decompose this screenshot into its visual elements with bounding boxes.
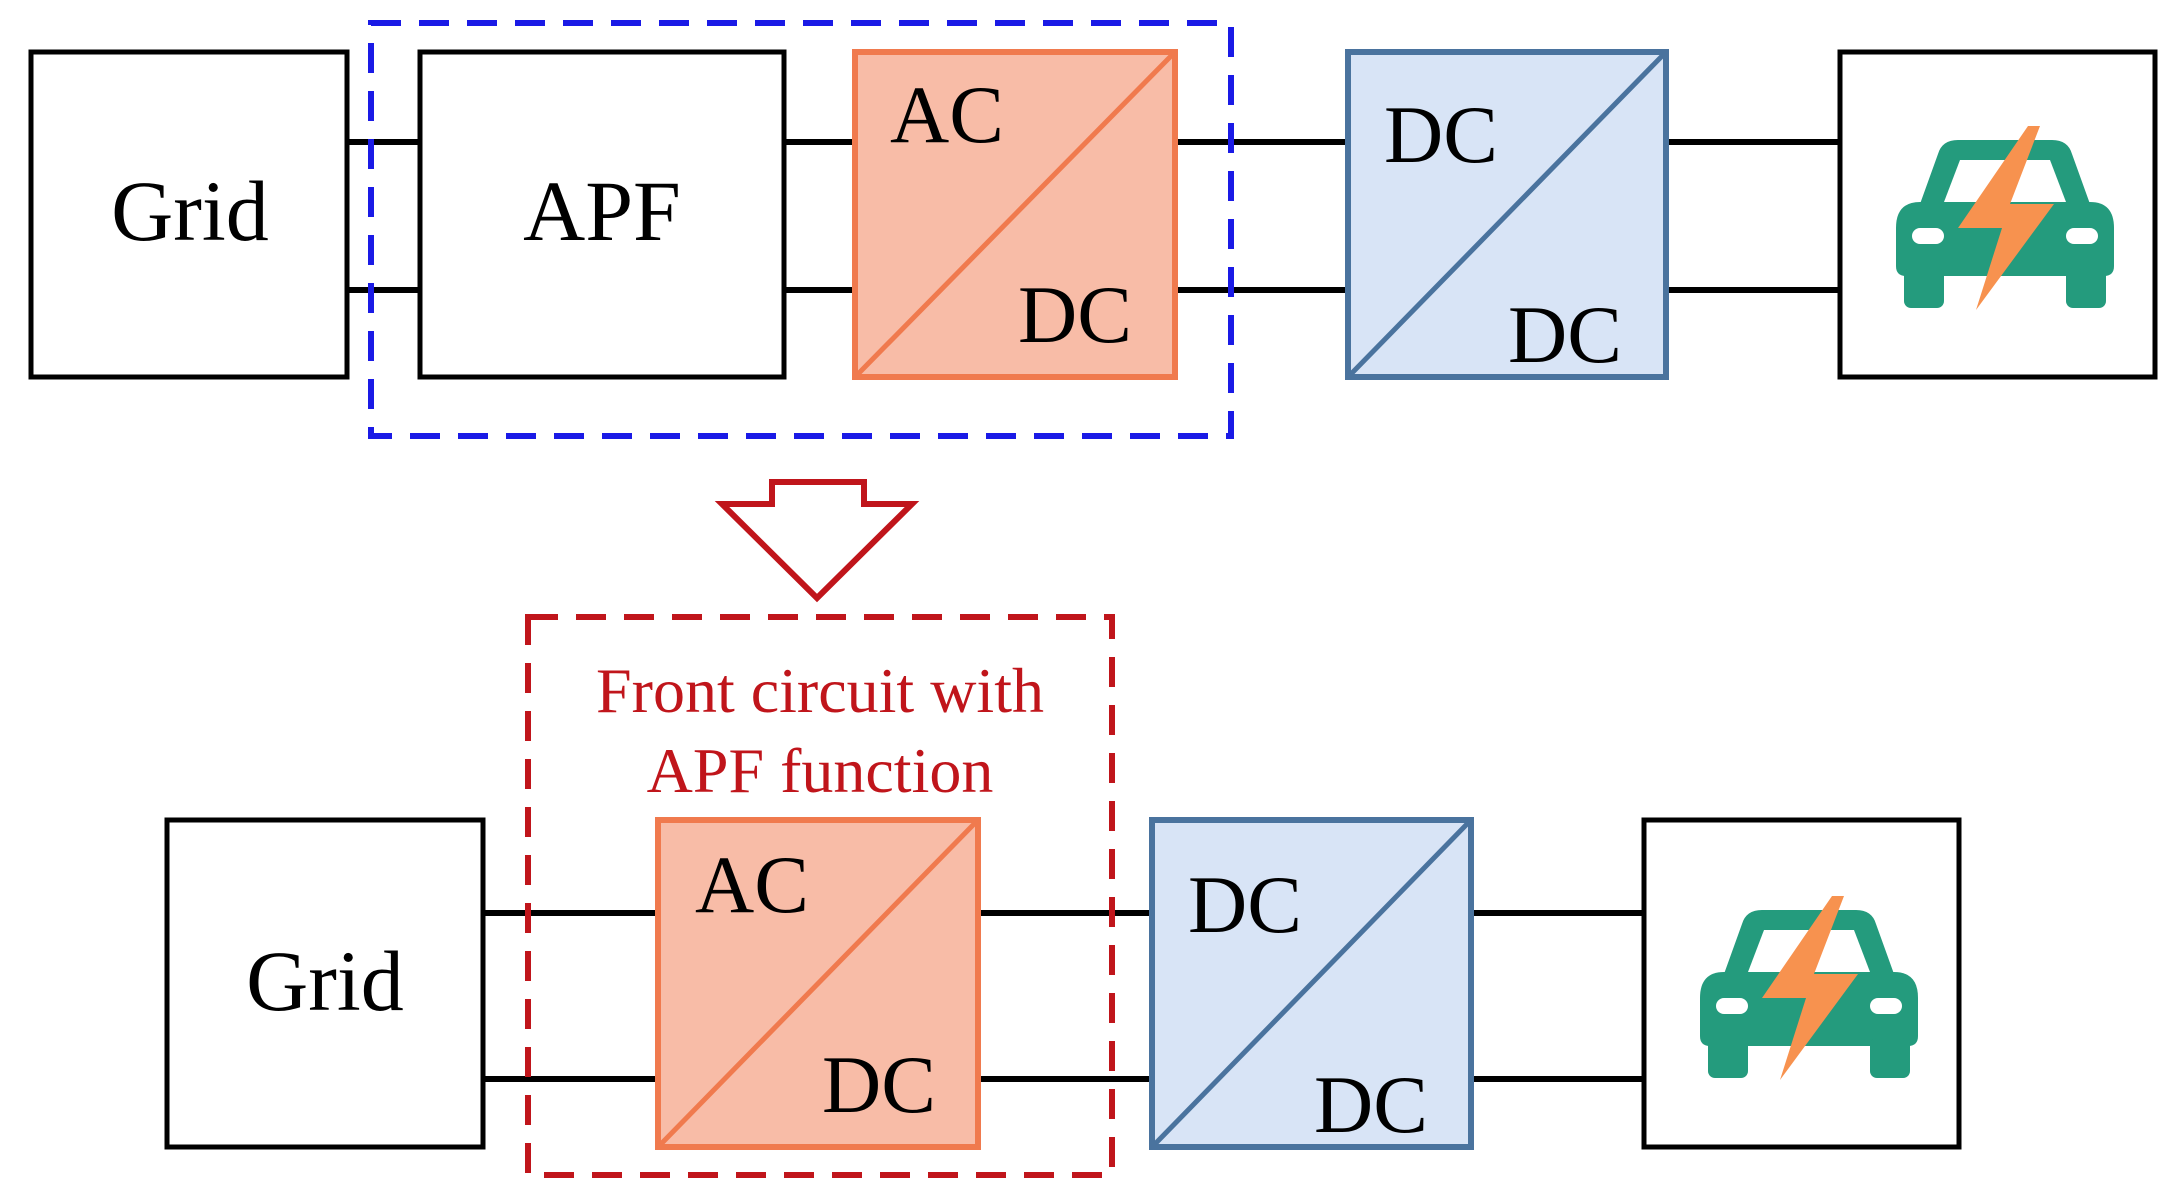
top-apf-boundary xyxy=(368,20,1234,439)
top-ev-load-block xyxy=(1837,49,2158,380)
top-dc-dc-converter: DC DC xyxy=(1345,49,1669,380)
top-dc-dc-top-label: DC xyxy=(1384,89,1498,180)
bottom-ac-dc-converter: AC DC xyxy=(655,817,981,1150)
bottom-ac-dc-bottom-label: DC xyxy=(822,1039,936,1130)
top-ac-dc-converter: AC DC xyxy=(852,49,1178,380)
bottom-ev-load-block xyxy=(1641,817,1962,1150)
bottom-dc-dc-bottom-label: DC xyxy=(1314,1059,1428,1150)
top-ac-dc-top-label: AC xyxy=(890,69,1004,160)
front-circuit-caption-line1: Front circuit with xyxy=(596,655,1044,726)
top-apf-label: APF xyxy=(523,163,681,259)
top-apf-block: APF xyxy=(417,49,787,380)
bottom-ac-dc-top-label: AC xyxy=(695,839,809,930)
top-dc-dc-bottom-label: DC xyxy=(1508,289,1622,380)
bottom-wires xyxy=(483,910,1644,1082)
top-grid-label: Grid xyxy=(111,163,269,259)
bottom-grid-label: Grid xyxy=(246,933,404,1029)
top-ac-dc-bottom-label: DC xyxy=(1018,269,1132,360)
front-circuit-boundary xyxy=(525,614,1115,1178)
bottom-dc-dc-converter: DC DC xyxy=(1149,817,1474,1150)
top-grid-block: Grid xyxy=(28,49,350,380)
bottom-dc-dc-top-label: DC xyxy=(1188,859,1302,950)
bottom-grid-block: Grid xyxy=(164,817,486,1150)
top-wires xyxy=(348,139,1840,293)
front-circuit-caption-line2: APF function xyxy=(647,735,994,806)
hollow-down-arrow-icon xyxy=(714,479,920,603)
